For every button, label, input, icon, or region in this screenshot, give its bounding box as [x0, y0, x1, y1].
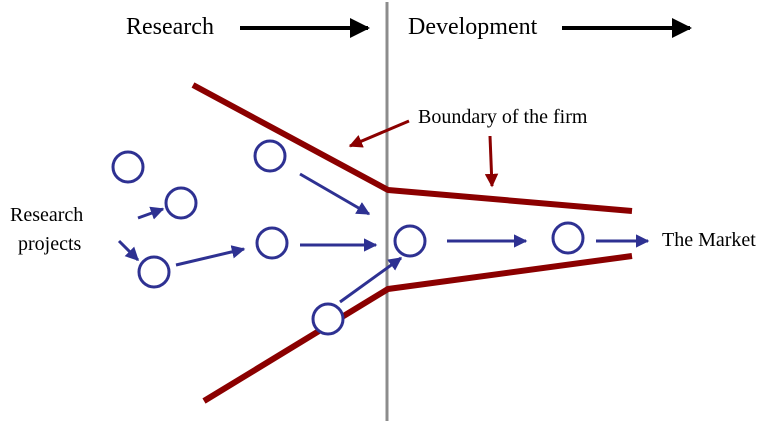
boundary-pointer-down — [484, 135, 499, 188]
project-circle-6 — [311, 302, 345, 336]
project-circle-3 — [137, 255, 171, 289]
project-flow-arrows — [117, 172, 650, 304]
firm-boundary-bottom — [202, 253, 633, 404]
development-phase-label: Development — [408, 14, 538, 40]
flow-arrow-2 — [117, 239, 140, 262]
project-nodes — [111, 139, 585, 336]
flow-arrow-1 — [137, 206, 165, 220]
research-projects-label-line1: Research — [10, 204, 83, 226]
firm-boundary-top — [191, 82, 633, 214]
research-projects-label-line2: projects — [18, 233, 82, 255]
project-circle-1 — [111, 150, 145, 184]
project-circle-5 — [255, 226, 289, 260]
flow-arrow-6 — [339, 256, 403, 304]
research-phase-label: Research — [126, 14, 214, 40]
project-circle-7 — [393, 224, 427, 258]
project-circle-2 — [164, 186, 198, 220]
flow-arrow-5 — [299, 172, 371, 216]
project-circle-8 — [551, 221, 585, 255]
boundary-pointer-left — [348, 119, 410, 148]
market-label: The Market — [662, 229, 756, 251]
flow-arrow-3 — [175, 245, 246, 267]
project-circle-4 — [253, 139, 287, 173]
boundary-label: Boundary of the firm — [418, 106, 588, 128]
